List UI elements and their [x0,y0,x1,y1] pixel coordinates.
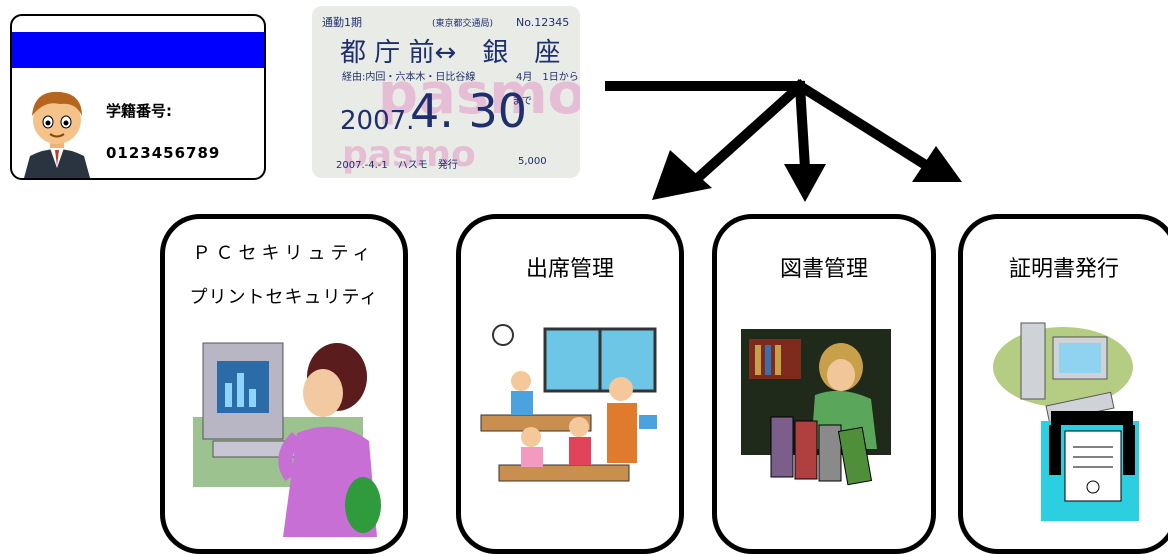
student-number-label: 学籍番号: [106,102,172,120]
classroom-illustration [480,324,657,482]
flow-arrowhead-right [912,146,962,182]
pasmo-watermark: pasmo [378,62,580,127]
flow-arrows [605,78,962,202]
commuter-pass-card: pasmo pasmo 通勤1期 (東京都交通局) No.12345 都 庁 前… [312,6,580,178]
student-number-value: 0123456789 [106,144,221,162]
student-id-card: 学籍番号: 0123456789 [10,14,266,180]
certificate-terminal-illustration [993,322,1139,521]
flow-arrowhead-left [652,150,712,200]
pass-expiry-year: 2007. [340,106,415,136]
box-certificate-title: 証明書発行 [1009,257,1120,282]
id-card-blue-band [12,32,264,68]
pass-start-date: 4月 1日から [516,72,579,83]
pass-issuer: (東京都交通局) [432,19,494,29]
woman-at-computer-illustration [193,342,381,537]
library-illustration [741,329,891,486]
pass-type: 通勤1期 [322,16,362,29]
box-attendance-title: 出席管理 [525,257,614,282]
flow-arrow-right [793,79,931,171]
pass-expiry-date: 4. 30 [410,84,528,138]
pass-via: 経由:内回・六本木・日比谷線 [342,72,476,83]
pass-fare: 5,000 [518,156,547,167]
flow-arrow-center [794,80,811,174]
flow-arrowhead-center [784,164,826,202]
box-attendance-management: 出席管理 [456,214,684,554]
box-certificate-issuance: 証明書発行 [958,214,1168,554]
box-print-security-title: プリントセキュリティ [189,287,379,308]
pass-number: No.12345 [516,16,570,29]
pass-until: まで [512,96,532,107]
pass-issue-info: 2007.-4.-1 ハスモ 発行 [336,160,458,171]
student-avatar-icon [24,91,90,178]
pass-route: 都 庁 前↔ 銀 座 [340,38,561,68]
box-library-title: 図書管理 [779,257,868,282]
flow-arrow-left [692,78,808,184]
box-library-management: 図書管理 [712,214,936,554]
pasmo-watermark-lower: pasmo [342,134,476,175]
box-pc-security-title: ＰＣセキリュティ [192,243,376,264]
box-pc-print-security: ＰＣセキリュティ プリントセキュリティ [160,214,408,554]
